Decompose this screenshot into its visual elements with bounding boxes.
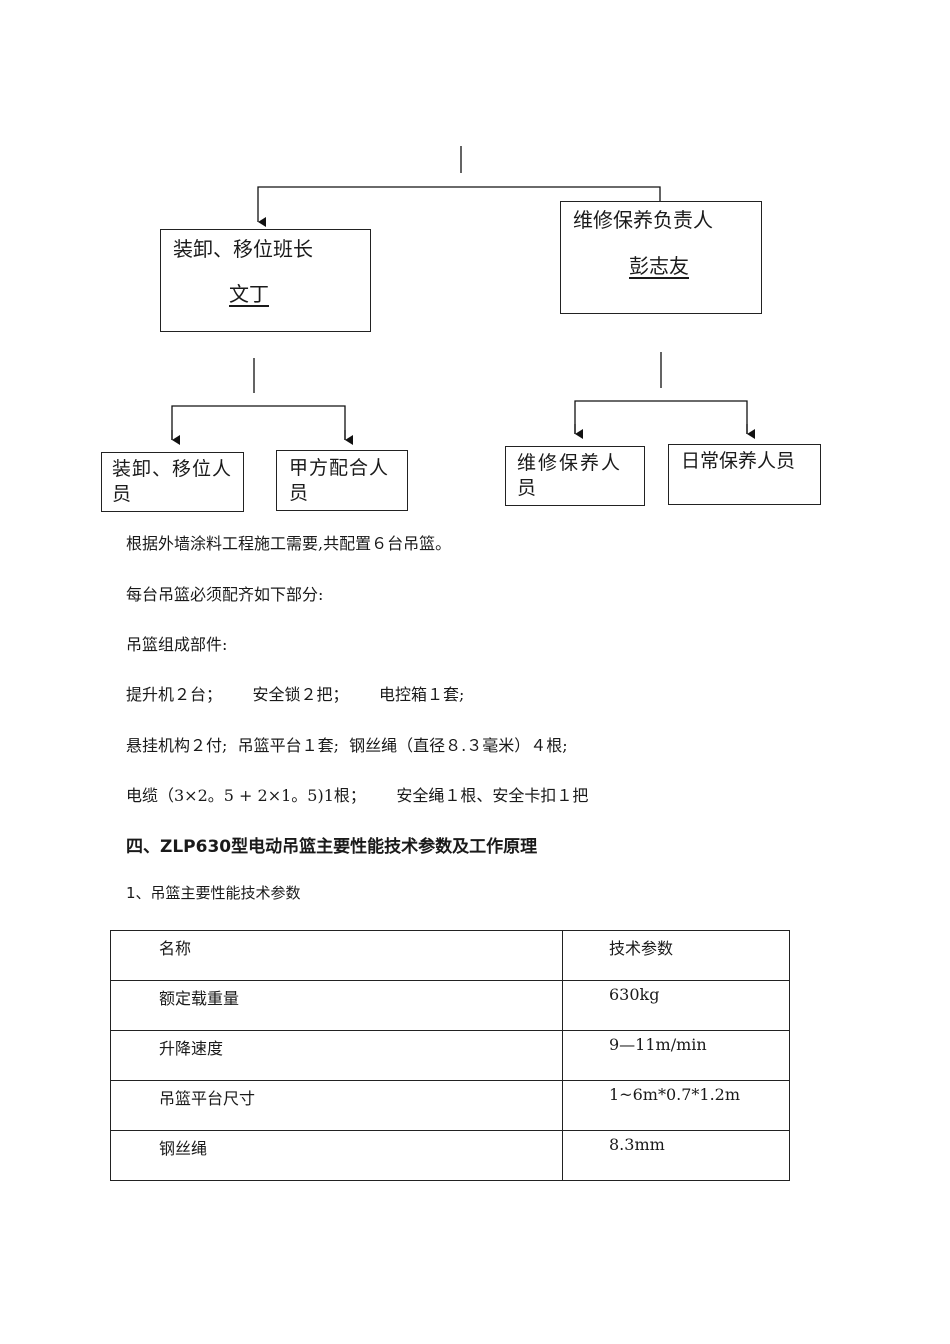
loading-leader-title: 装卸、移位班长 — [173, 237, 313, 261]
table-row: 吊篮平台尺寸 1~6m*0.7*1.2m — [110, 1080, 790, 1131]
daily-maintenance-staff-box: 日常保养人员 — [668, 444, 821, 505]
maintenance-staff-box: 维修保养人员 — [505, 446, 645, 506]
right-branch-line — [574, 400, 748, 434]
table-header-name: 名称 — [110, 930, 563, 981]
left-branch-line — [171, 405, 346, 440]
paragraph-components-1: 提升机２台； 安全锁２把； 电控箱１套; — [126, 685, 465, 704]
org-chart-connectors — [171, 146, 755, 445]
table-header-value: 技术参数 — [562, 930, 790, 981]
paragraph-components-3: 电缆（3×2。5 + 2×1。5)1根； 安全绳１根、安全卡扣１把 — [126, 786, 589, 805]
maintenance-staff-label: 维修保养人员 — [517, 452, 623, 499]
loading-staff-box: 装卸、移位人员 — [101, 452, 244, 512]
table-cell-name: 吊篮平台尺寸 — [110, 1080, 563, 1131]
table-cell-value: 1~6m*0.7*1.2m — [562, 1080, 790, 1131]
table-cell-name: 升降速度 — [110, 1030, 563, 1081]
daily-maintenance-staff-label: 日常保养人员 — [681, 450, 796, 472]
table-row: 额定载重量 630kg — [110, 980, 790, 1031]
paragraph-config: 根据外墙涂料工程施工需要,共配置６台吊篮。 — [126, 534, 452, 553]
top-branch-arrow — [257, 186, 661, 227]
paragraph-components-label: 吊篮组成部件: — [126, 635, 228, 654]
table-cell-value: 8.3mm — [562, 1130, 790, 1181]
client-staff-label: 甲方配合人员 — [289, 457, 390, 504]
maintenance-leader-box: 维修保养负责人 彭志友 — [560, 201, 762, 314]
section-heading: 四、ZLP630型电动吊篮主要性能技术参数及工作原理 — [126, 837, 538, 857]
client-staff-box: 甲方配合人员 — [276, 450, 408, 511]
table-header-row: 名称 技术参数 — [110, 930, 790, 981]
table-cell-value: 630kg — [562, 980, 790, 1031]
table-cell-name: 钢丝绳 — [110, 1130, 563, 1181]
table-cell-value: 9—11m/min — [562, 1030, 790, 1081]
loading-leader-name: 文丁 — [229, 282, 269, 306]
paragraph-components-2: 悬挂机构２付; 吊篮平台１套; 钢丝绳（直径８.３毫米）４根; — [126, 736, 568, 755]
table-row: 钢丝绳 8.3mm — [110, 1130, 790, 1181]
maintenance-leader-name: 彭志友 — [629, 254, 689, 278]
parameters-table: 名称 技术参数 额定载重量 630kg 升降速度 9—11m/min 吊篮平台尺… — [110, 930, 790, 1181]
loading-staff-label: 装卸、移位人员 — [112, 458, 233, 505]
section-subheading: 1、吊篮主要性能技术参数 — [126, 884, 301, 902]
maintenance-leader-title: 维修保养负责人 — [573, 208, 713, 232]
table-row: 升降速度 9—11m/min — [110, 1030, 790, 1081]
paragraph-components-intro: 每台吊篮必须配齐如下部分: — [126, 585, 324, 604]
table-cell-name: 额定载重量 — [110, 980, 563, 1031]
loading-leader-box: 装卸、移位班长 文丁 — [160, 229, 371, 332]
